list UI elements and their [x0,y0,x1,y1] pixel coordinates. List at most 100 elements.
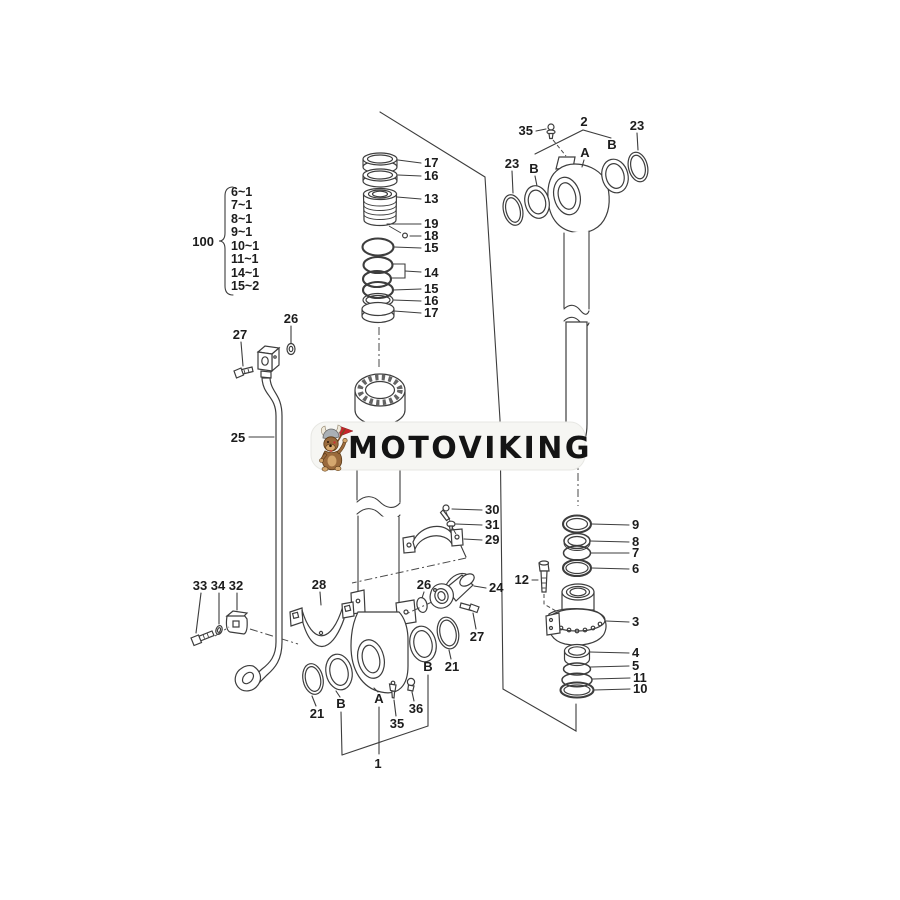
callout-14: 14 [424,265,439,280]
pipe-bracket [256,345,281,379]
callout-3: 3 [632,614,639,629]
grease-fitting-bottom [388,680,397,699]
callout-26-top: 26 [284,311,298,326]
bushing-right [409,625,437,663]
callout-a: A [374,691,384,706]
callout-10: 10 [633,681,647,696]
pipe-elbow-end [234,665,262,692]
callout-27-top: 27 [233,327,247,342]
bolt-27-top [233,366,254,379]
tube-clamp-upper: 30 31 29 [351,502,499,584]
callout-4: 4 [632,645,640,660]
clamp-28-strap [301,605,345,648]
seal-right [436,616,460,650]
callout-15: 15 [424,240,438,255]
seal-kit-item: 8~1 [231,212,252,226]
callout-6: 6 [632,561,639,576]
seal-kit-item: 9~1 [231,225,252,239]
callout-16b: 16 [424,293,438,308]
clamp-29-strap [412,525,454,551]
rod-assembly: 35 2 23 B A B 23 [502,114,649,452]
callout-9: 9 [632,517,639,532]
callout-31: 31 [485,517,499,532]
ring-4 [563,643,591,667]
base-bushings-seals [302,616,460,695]
callout-23-left: 23 [505,156,519,171]
callout-35-bottom: 35 [390,716,404,731]
seal-23-right [627,151,649,183]
seal-ring-14b [361,269,393,289]
grease-pipe-assembly: 27 26 25 [231,311,298,692]
callout-12: 12 [515,572,529,587]
callout-19: 19 [424,216,438,231]
callout-13: 13 [424,191,438,206]
ring-16-top [362,168,398,188]
bushing-b-left-top [524,185,550,219]
seal-23-left [502,194,524,226]
callout-24: 24 [489,580,504,595]
ring-9 [561,514,593,534]
callout-23-right: 23 [630,118,644,133]
callout-21-left: 21 [310,706,324,721]
callout-11: 11 [633,670,647,685]
callout-30: 30 [485,502,499,517]
ring-10 [559,681,595,699]
callout-b-left-top: B [529,161,538,176]
callout-15b: 15 [424,281,438,296]
cylinder-base-eye [350,611,409,694]
callout-26-mid: 26 [417,577,431,592]
bolt-33 [190,630,215,647]
seal-kit-item: 15~2 [231,279,259,293]
ring-6 [561,558,593,578]
ring-14-bracket [391,263,406,279]
callout-28: 28 [312,577,326,592]
callout-29: 29 [485,532,499,547]
bushing-left [325,653,353,691]
callout-34: 34 [211,578,226,593]
clamp-28-left-tab [289,607,304,627]
seal-kit-item: 10~1 [231,239,259,253]
logo-pill [310,421,586,471]
piston-seal-stack: 17 16 13 19 18 15 14 15 16 17 [361,152,439,370]
mount-block-32 [225,610,249,635]
grease-fitting-top [546,123,567,157]
port-elbow-group: 26 24 27 [405,572,504,644]
seal-kit-list: 100 6~1 7~1 8~1 9~1 10~1 11~1 14~1 15~2 [192,185,259,296]
lower-clamp-group: 28 33 34 32 [190,577,355,648]
rod-bushings-seals [502,151,649,226]
clamp-29-right-tab [450,528,464,547]
seal-ring-14a [362,255,394,275]
bushing-b-right-top [601,158,629,194]
seal-kit-item: 11~1 [231,252,259,266]
cylinder-tube [350,451,417,699]
callout-18: 18 [424,228,438,243]
callout-35-top: 35 [519,123,533,138]
callout-25: 25 [231,430,245,445]
ring-11 [561,672,593,688]
gland-nut [354,373,406,426]
callout-17b: 17 [424,305,438,320]
rod-eye [547,163,610,234]
callout-b-left: B [336,696,345,711]
ring-17-bottom [361,301,395,324]
callout-33: 33 [193,578,207,593]
ring-5 [562,662,592,676]
clamp-28-right-tab [341,601,355,619]
callout-100: 100 [192,234,214,249]
seal-kit-item: 6~1 [231,185,252,199]
callout-b-right-top: B [607,137,616,152]
pipe-25 [250,377,283,686]
pin-30 [442,504,450,512]
callout-b-right: B [423,659,432,674]
callout-2: 2 [580,114,587,129]
gland-assembly: 9 8 7 6 12 3 4 5 11 10 [515,457,647,699]
callout-8: 8 [632,534,639,549]
washer-26-top [286,342,296,356]
seal-kit-item: 7~1 [231,198,252,212]
callout-32: 32 [229,578,243,593]
callout-27-mid: 27 [470,629,484,644]
plug-36 [406,677,416,692]
gland-3 [545,583,607,646]
